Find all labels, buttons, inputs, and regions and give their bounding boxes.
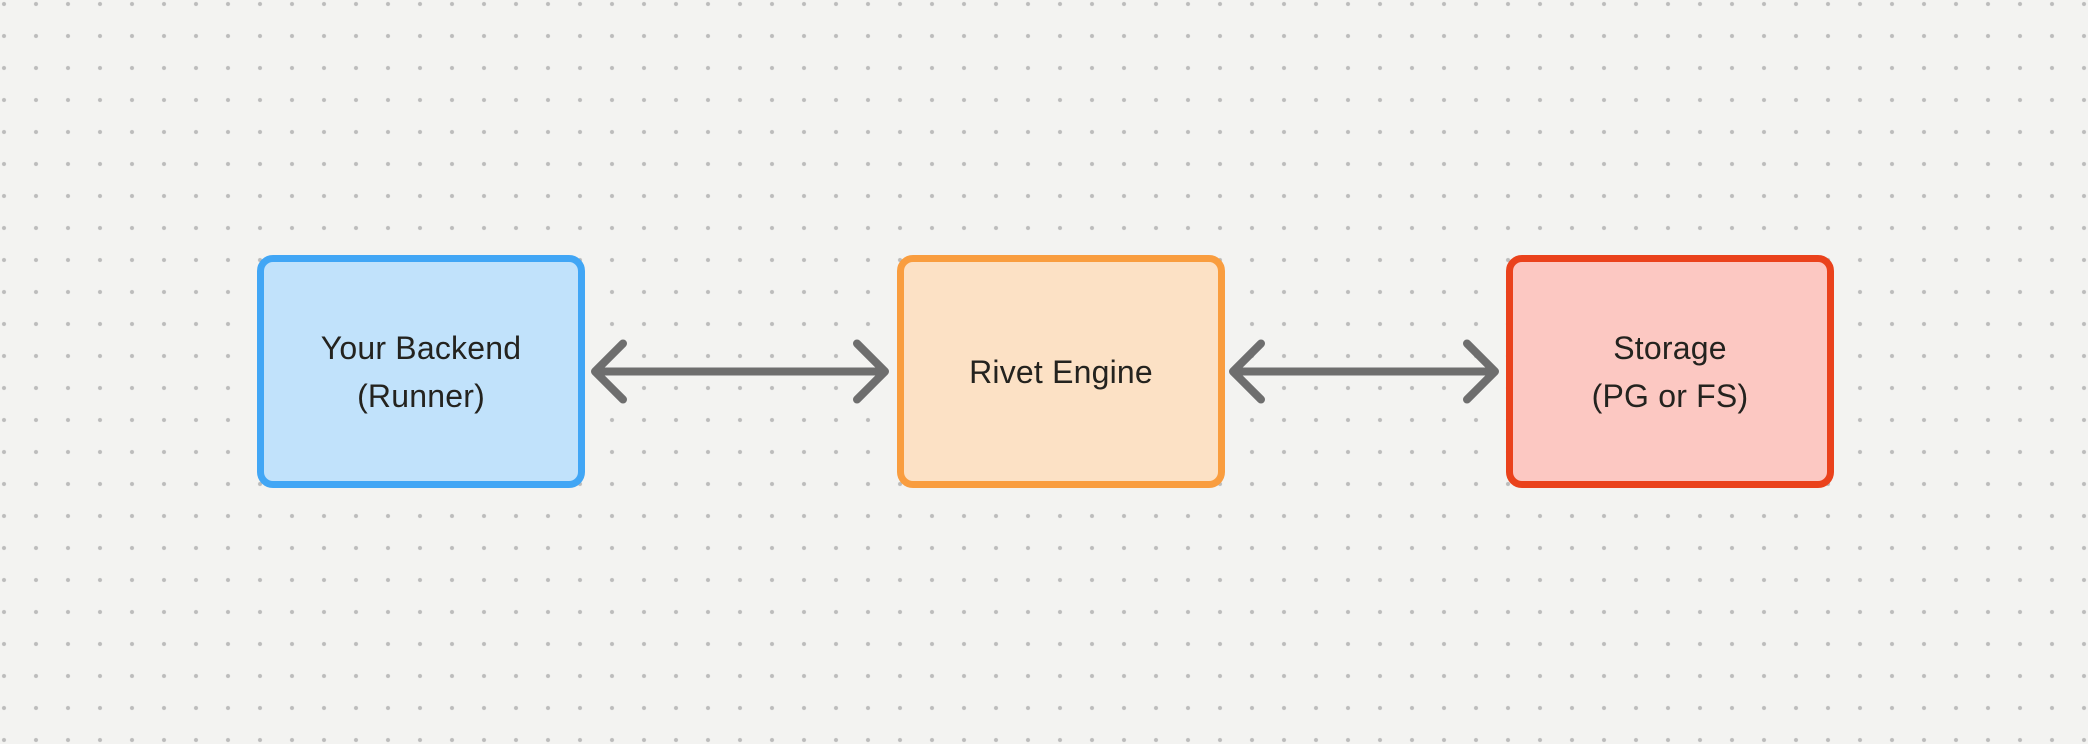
node-your-backend[interactable]: Your Backend (Runner) — [257, 255, 585, 488]
connector-backend-engine[interactable] — [588, 311, 894, 432]
node-storage-label-line2: (PG or FS) — [1591, 377, 1749, 414]
connector-engine-storage[interactable] — [1226, 311, 1502, 432]
double-arrow-icon — [1229, 339, 1499, 404]
node-storage-label-line1: Storage — [1613, 329, 1727, 366]
node-rivet-engine[interactable]: Rivet Engine — [897, 255, 1225, 488]
double-arrow-icon — [591, 339, 889, 404]
node-your-backend-label-line1: Your Backend — [320, 329, 522, 366]
node-rivet-engine-label-line1: Rivet Engine — [969, 353, 1153, 390]
node-storage[interactable]: Storage (PG or FS) — [1506, 255, 1834, 488]
node-your-backend-label-line2: (Runner) — [357, 377, 485, 414]
